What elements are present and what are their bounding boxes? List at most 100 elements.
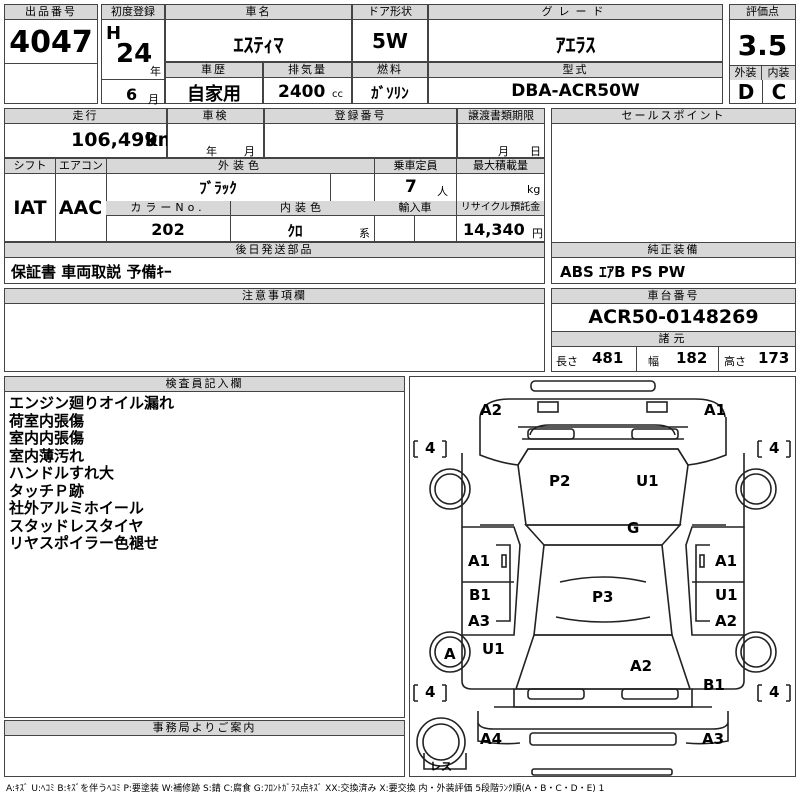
car-name: ｴｽﾃｨﾏ: [233, 33, 284, 57]
office-box: 事務局よりご案内: [4, 720, 405, 777]
grade-box: グレード ｱｴﾗｽ: [428, 4, 723, 62]
mark-front-right: A1: [704, 401, 727, 419]
tire-count-rl: 4: [425, 683, 436, 701]
width: 182: [676, 349, 708, 367]
caution-label: 注意事項欄: [5, 289, 544, 304]
spare-label: レス: [430, 760, 452, 773]
mark-rear-q-r: A2: [630, 657, 653, 675]
mark-rear-bl: A4: [480, 730, 503, 748]
tire-count-fr: 4: [769, 439, 780, 457]
score-label: 評価点: [730, 5, 795, 20]
int-label: 内装: [762, 65, 795, 80]
inspector-box: 検査員記入欄 エンジン廻りオイル漏れ荷室内張傷室内内張傷室内薄汚れハンドルすれ大…: [4, 376, 405, 718]
door-label: ドア形状: [353, 5, 427, 20]
capacity-label: 乗車定員: [374, 159, 456, 174]
inspector-note: タッチＰ跡: [9, 481, 85, 500]
dims-label: 諸元: [552, 331, 795, 347]
month-unit: 月: [148, 93, 159, 106]
tire-count-rr: 4: [769, 683, 780, 701]
height: 173: [758, 349, 790, 367]
damage-diagram: A2 A1 P2 U1 G A1 A1 B1 U1 A3 A2 P3 U1 A2…: [409, 376, 796, 777]
inspection-year-unit: 年: [206, 145, 217, 158]
tire-count-fl: 4: [425, 439, 436, 457]
legend: A:ｷｽﾞ U:ﾍｺﾐ B:ｷｽﾞを伴うﾍｺﾐ P:要塗装 W:補修跡 S:錆 …: [6, 784, 605, 794]
recycle: 14,340: [463, 220, 525, 239]
transfer-box: 譲渡書類期限 月 日: [457, 108, 545, 158]
reg-year: 24: [116, 39, 153, 69]
era: H: [106, 23, 122, 44]
inspector-notes: エンジン廻りオイル漏れ荷室内張傷室内内張傷室内薄汚れハンドルすれ大タッチＰ跡社外…: [9, 394, 175, 553]
history-box: 車歴 自家用: [165, 62, 263, 105]
transfer-month-unit: 月: [498, 145, 509, 158]
max-load-label: 最大積載量: [456, 159, 544, 174]
first-reg-label: 初度登録: [102, 5, 164, 20]
capacity: 7: [405, 177, 417, 197]
int-color: ｸﾛ: [287, 222, 303, 240]
fuel-label: 燃料: [353, 63, 427, 78]
reg-no-box: 登録番号: [264, 108, 457, 158]
shift: IAT: [13, 197, 47, 219]
mileage: 106,499: [71, 129, 158, 151]
grade: ｱｴﾗｽ: [555, 33, 596, 57]
int-color-label: 内装色: [230, 201, 374, 216]
mark-door-rr: U1: [715, 586, 738, 604]
mark-front-left: A2: [480, 401, 503, 419]
ext-color: ﾌﾞﾗｯｸ: [199, 179, 237, 197]
inspector-note: ハンドルすれ大: [9, 464, 115, 482]
mark-rear-q-l: U1: [482, 640, 505, 658]
reg-no-label: 登録番号: [265, 109, 456, 124]
later-parts-label: 後日発送部品: [5, 243, 544, 258]
recycle-label: リサイクル預託金: [456, 201, 544, 216]
mark-door-fr: A1: [715, 552, 738, 570]
score-box: 評価点 3.5 外装 内装 D C: [729, 4, 796, 104]
mileage-box: 走行 106,499 km: [4, 108, 177, 158]
aircon-label: エアコン: [55, 159, 106, 174]
mark-rear-br: A3: [702, 730, 725, 748]
transfer-day-unit: 日: [530, 145, 541, 158]
mark-tire-rl: A: [444, 645, 456, 663]
mark-windshield: G: [627, 519, 640, 537]
later-parts-box: 後日発送部品 保証書 車両取説 予備ｷｰ: [4, 242, 545, 284]
color-no: 202: [151, 220, 185, 239]
car-name-label: 車名: [166, 5, 351, 20]
grade-label: グレード: [429, 5, 722, 20]
chassis-box: 車台番号 ACR50-0148269 諸元 長さ 481 幅 182 高さ 17…: [551, 288, 796, 372]
mark-door-fl: A1: [468, 552, 491, 570]
score: 3.5: [737, 29, 788, 62]
inspector-label: 検査員記入欄: [5, 377, 404, 392]
int-score: C: [762, 80, 795, 104]
recycle-unit: 円: [532, 227, 543, 240]
inspection-label: 車検: [168, 109, 263, 124]
mark-door-rl: B1: [469, 586, 491, 604]
height-label: 高さ: [724, 355, 746, 368]
inspector-note: 社外アルミホイール: [9, 499, 144, 517]
model-label: 型式: [429, 63, 722, 78]
displacement-unit: cc: [332, 89, 343, 100]
chassis-label: 車台番号: [552, 289, 795, 304]
max-load-unit: kg: [527, 183, 541, 196]
displacement-box: 排気量 2400 cc: [263, 62, 352, 104]
spec-block: シフト エアコン 外装色 乗車定員 最大積載量 IAT AAC ﾌﾞﾗｯｸ 7 …: [4, 158, 545, 242]
door-box: ドア形状 5W: [352, 4, 428, 62]
lot-label: 出品番号: [5, 5, 97, 20]
inspector-note: 室内薄汚れ: [9, 446, 85, 465]
lot-box: 出品番号 4047: [4, 4, 98, 104]
model: DBA-ACR50W: [511, 81, 640, 101]
width-label: 幅: [648, 355, 659, 368]
ext-label: 外装: [730, 65, 762, 80]
ext-score: D: [737, 80, 755, 104]
ext-color-label: 外装色: [106, 159, 374, 174]
inspector-note: エンジン廻りオイル漏れ: [9, 394, 175, 412]
import-label: 輸入車: [374, 201, 456, 216]
history: 自家用: [187, 84, 241, 105]
displacement-label: 排気量: [264, 63, 351, 78]
length-label: 長さ: [556, 355, 578, 368]
inspection-month-unit: 月: [244, 145, 255, 158]
shift-label: シフト: [5, 159, 55, 174]
mark-hood-left: P2: [549, 472, 571, 490]
inspection-box: 車検 年 月: [167, 108, 264, 158]
capacity-unit: 人: [437, 185, 448, 198]
mark-hood-right: U1: [636, 472, 659, 490]
first-reg-box: 初度登録 H 24 年 6 月: [101, 4, 165, 106]
inspector-note: 室内内張傷: [9, 429, 85, 447]
